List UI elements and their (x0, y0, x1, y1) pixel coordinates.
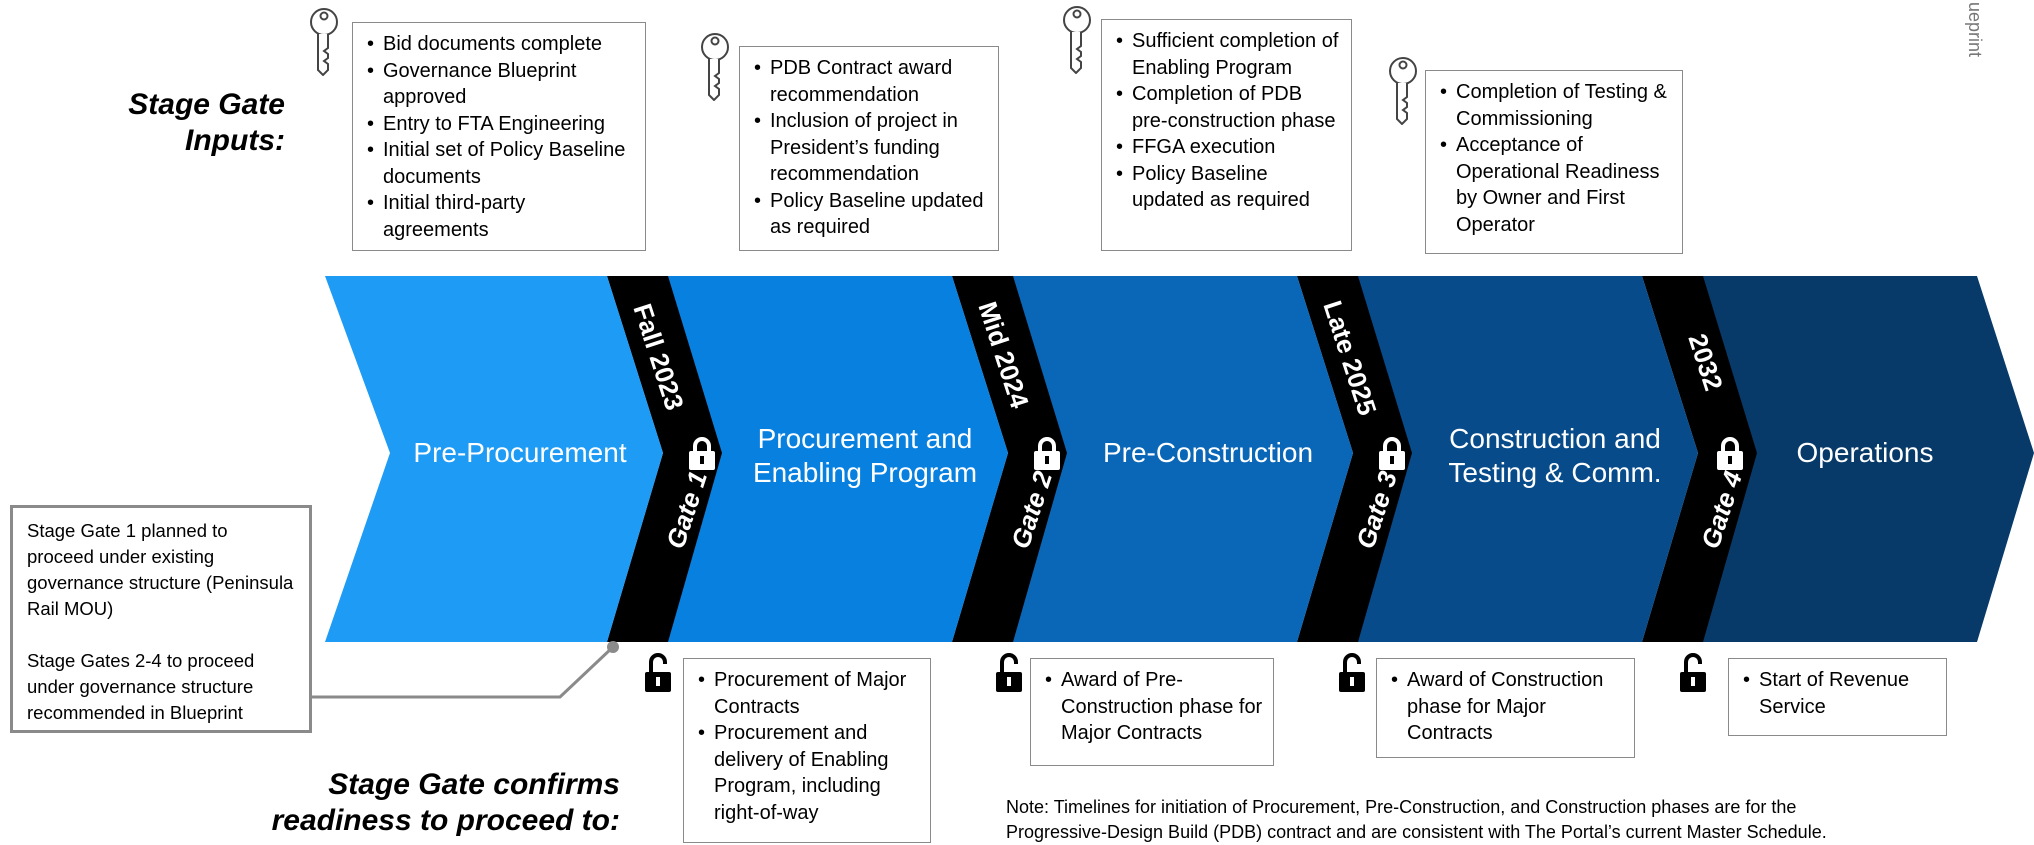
output-item: Procurement and delivery of Enabling Pro… (698, 720, 920, 826)
timeline-note: Note: Timelines for initiation of Procur… (1006, 795, 2026, 845)
output-item: Award of Construction phase for Major Co… (1391, 667, 1624, 747)
input-item: Policy Baseline updated as required (754, 188, 988, 241)
input-item: Initial third-party agreements (367, 190, 635, 243)
gate-3-inputs-box: Sufficient completion of Enabling Progra… (1101, 19, 1352, 251)
note-line: Progressive-Design Build (PDB) contract … (1006, 822, 1827, 842)
output-item: Start of Revenue Service (1743, 667, 1936, 720)
key-icon (1063, 6, 1091, 74)
gate-1-inputs-box: Bid documents complete Governance Bluepr… (352, 22, 646, 251)
stage-chevron-4 (1358, 276, 1698, 642)
input-item: Completion of Testing & Commissioning (1440, 79, 1672, 132)
stage-label-line: Construction and (1449, 423, 1661, 454)
lock-open-icon (996, 653, 1022, 692)
input-item: Initial set of Policy Baseline documents (367, 137, 635, 190)
input-item: Inclusion of project in President’s fund… (754, 108, 988, 188)
governance-note-para: Stage Gate 1 planned to proceed under ex… (27, 520, 294, 619)
output-item: Procurement of Major Contracts (698, 667, 920, 720)
note-line: Note: Timelines for initiation of Procur… (1006, 797, 1797, 817)
stage-gate-confirms-heading: Stage Gate confirms readiness to proceed… (180, 767, 620, 839)
gate-4-inputs-box: Completion of Testing & Commissioning Ac… (1425, 70, 1683, 254)
governance-note-box: Stage Gate 1 planned to proceed under ex… (10, 505, 312, 733)
stage-chevron-2 (668, 276, 1008, 642)
lock-open-icon (1680, 653, 1706, 692)
lock-open-icon (1339, 653, 1365, 692)
input-item: Policy Baseline updated as required (1116, 161, 1341, 214)
stage-label-construction: Construction and Testing & Comm. (1430, 422, 1680, 490)
gate-4-outputs-box: Start of Revenue Service (1728, 658, 1947, 736)
lock-closed-icon (1379, 437, 1405, 470)
heading-line: Inputs: (185, 124, 285, 157)
stage-label-operations: Operations (1796, 437, 1934, 468)
gate-2-inputs-box: PDB Contract award recommendation Inclus… (739, 46, 999, 251)
key-icon (310, 8, 338, 76)
gate-3-outputs-box: Award of Construction phase for Major Co… (1376, 658, 1635, 758)
input-item: Governance Blueprint approved (367, 58, 635, 111)
heading-line: readiness to proceed to: (271, 804, 620, 837)
stage-label-line: Enabling Program (752, 457, 978, 488)
stage-label-pre-procurement: Pre-Procurement (413, 437, 627, 468)
input-item: FFGA execution (1116, 134, 1341, 161)
stage-label-line: Procurement and (757, 423, 973, 454)
heading-line: Stage Gate confirms (328, 768, 620, 801)
stage-label-procurement: Procurement and Enabling Program (740, 422, 990, 490)
lock-closed-icon (689, 437, 715, 470)
input-item: Completion of PDB pre-construction phase (1116, 81, 1341, 134)
heading-line: Stage Gate (128, 88, 285, 121)
lock-open-icon (645, 653, 671, 692)
lock-closed-icon (1717, 437, 1743, 470)
gate-1-outputs-box: Procurement of Major Contracts Procureme… (683, 658, 931, 843)
stage-chevron-1 (325, 276, 663, 642)
gate-2-outputs-box: Award of Pre-Construction phase for Majo… (1030, 658, 1274, 766)
key-icon (1389, 57, 1417, 125)
input-item: Sufficient completion of Enabling Progra… (1116, 28, 1341, 81)
input-item: Bid documents complete (367, 31, 635, 58)
connector-dot (607, 641, 619, 653)
stage-label-line: Testing & Comm. (1448, 457, 1662, 488)
stage-chevron-3 (1013, 276, 1353, 642)
lock-closed-icon (1034, 437, 1060, 470)
input-item: PDB Contract award recommendation (754, 55, 988, 108)
governance-note-para: Stage Gates 2-4 to proceed under governa… (27, 650, 255, 723)
stage-chevron-5 (1703, 276, 2034, 642)
stage-gate-inputs-heading: Stage Gate Inputs: (60, 87, 285, 159)
sidebox-connector (310, 645, 615, 699)
stage-label-pre-construction: Pre-Construction (1102, 437, 1314, 468)
key-icon (701, 33, 729, 101)
output-item: Award of Pre-Construction phase for Majo… (1045, 667, 1263, 747)
input-item: Entry to FTA Engineering (367, 111, 635, 138)
input-item: Acceptance of Operational Readiness by O… (1440, 132, 1672, 238)
